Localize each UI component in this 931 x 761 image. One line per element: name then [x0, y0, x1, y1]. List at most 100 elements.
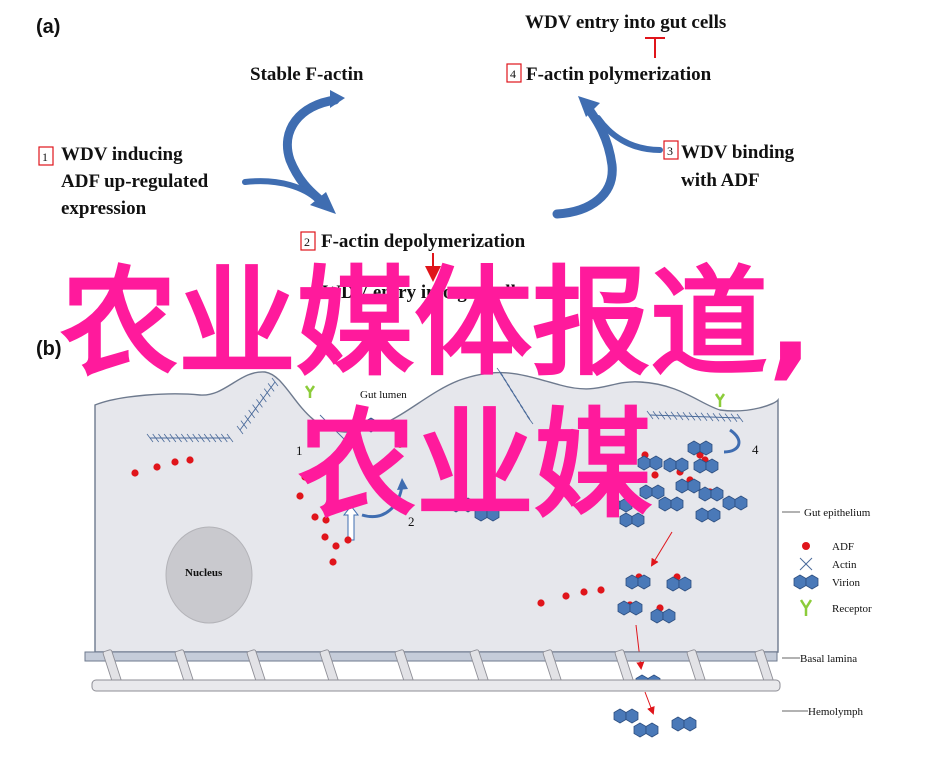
adf-dot [321, 533, 329, 541]
actin-hatch [718, 413, 726, 422]
adf-dot [344, 536, 352, 544]
top-title: WDV entry into gut cells [525, 12, 726, 33]
actin-hatch [271, 377, 279, 387]
virion-icon [634, 723, 658, 737]
step1-line1: WDV inducing [61, 144, 183, 165]
step3-line1: WDV binding [681, 142, 795, 163]
hexagon-icon [794, 575, 818, 589]
adf-dot [301, 473, 309, 481]
actin-hatch [700, 412, 708, 422]
adf-dot [623, 456, 631, 464]
adf-dot [171, 458, 179, 466]
adf-dot [322, 516, 330, 524]
step4-marker: 4 [752, 442, 759, 457]
actin-hatch [152, 433, 160, 443]
step4-box [506, 63, 522, 83]
legend-adf: ADF [832, 541, 854, 553]
actin-hatch [652, 410, 660, 420]
adf-dot [597, 586, 605, 594]
step3-line2: with ADF [681, 170, 760, 191]
inhibition-bar-icon [645, 37, 665, 58]
actin-hatch [256, 399, 263, 408]
step2-marker: 2 [408, 514, 415, 529]
gut-epithelium-cell [94, 371, 779, 653]
virion-icon [672, 717, 696, 731]
step1-line2: ADF up-regulated [61, 171, 209, 192]
step1-box [38, 146, 54, 166]
gut-epithelium-label: Gut epithelium [804, 507, 871, 519]
step2-arrowhead-icon [397, 478, 408, 490]
actin-hatch [670, 411, 678, 421]
actin-hatch [226, 433, 234, 443]
receptor-icons [304, 385, 726, 448]
panel-b: (b) Nucleus Gut lumen 1 2 4 [36, 338, 872, 737]
hollow-up-arrow-icon [342, 505, 360, 541]
nucleus-label: Nucleus [185, 567, 223, 579]
actin-hatch [248, 409, 255, 419]
left-curved-arrow-icon [242, 90, 345, 214]
adf-dot [296, 492, 304, 500]
actin-hatch [506, 383, 514, 393]
actin-hatch [169, 433, 177, 443]
actin-hatch [526, 415, 534, 425]
step1-number: 1 [42, 150, 48, 164]
actin-hatch [513, 394, 520, 403]
actin-hatch [510, 389, 517, 398]
actin-hatch [158, 433, 165, 443]
adf-dot [562, 592, 570, 600]
actin-hatch [694, 412, 702, 421]
legend-virion: Virion [832, 577, 861, 589]
step1-line3: expression [61, 198, 147, 219]
actin-hatch-marks [146, 367, 744, 443]
actin-hatch [192, 433, 200, 443]
actin-hatch [646, 410, 654, 420]
basal-lamina-label: Basal lamina [800, 653, 857, 665]
step4-label: F-actin polymerization [526, 64, 712, 85]
actin-hatch [240, 420, 248, 429]
adf-dot [696, 451, 704, 459]
actin-hatch [186, 433, 194, 443]
actin-hatch [516, 399, 524, 409]
actin-hatch [175, 433, 182, 443]
actin-hatch [676, 411, 684, 421]
adf-dot [311, 513, 319, 521]
actin-hatch [664, 411, 672, 420]
actin-hatch [500, 373, 507, 382]
actin-hatch [244, 415, 252, 424]
actin-hatch [236, 425, 244, 435]
actin-hatch [252, 404, 259, 413]
adf-dot [131, 469, 139, 477]
actin-hatch [267, 383, 275, 392]
actin-hatch [220, 433, 228, 443]
basal-lamina [84, 651, 778, 662]
actin-hatch [712, 412, 720, 422]
legend-actin: Actin [832, 559, 857, 571]
actin-hatch [496, 367, 504, 377]
bottom-text: WDV entry into gut cells [322, 282, 523, 303]
adf-dot [332, 542, 340, 550]
adf-dot [537, 599, 545, 607]
actin-hatch [503, 378, 510, 387]
stable-factin-label: Stable F-actin [250, 64, 364, 85]
actin-hatch [260, 393, 267, 403]
adf-dot [580, 588, 588, 596]
actin-hatch [682, 411, 690, 421]
panel-a-label: (a) [36, 16, 60, 38]
right-curved-arrow-icon [552, 96, 663, 219]
legend: ADF Actin Virion Receptor [794, 541, 872, 616]
actin-hatch [263, 388, 271, 397]
nucleus [165, 526, 253, 624]
y-receptor-icon [799, 599, 813, 616]
actin-hatch [736, 413, 744, 423]
step2-curve-arrow-icon [361, 484, 404, 518]
panel-a: (a) WDV entry into gut cells Stable F-ac… [36, 12, 795, 303]
actin-hatch [688, 412, 696, 421]
actin-hatch [706, 412, 714, 422]
actin-hatch [724, 413, 732, 422]
hemolymph-label: Hemolymph [808, 706, 863, 718]
legend-receptor: Receptor [832, 603, 872, 615]
adf-dot [329, 558, 337, 566]
step2-label: F-actin depolymerization [321, 231, 526, 252]
actin-hatch [215, 433, 222, 443]
